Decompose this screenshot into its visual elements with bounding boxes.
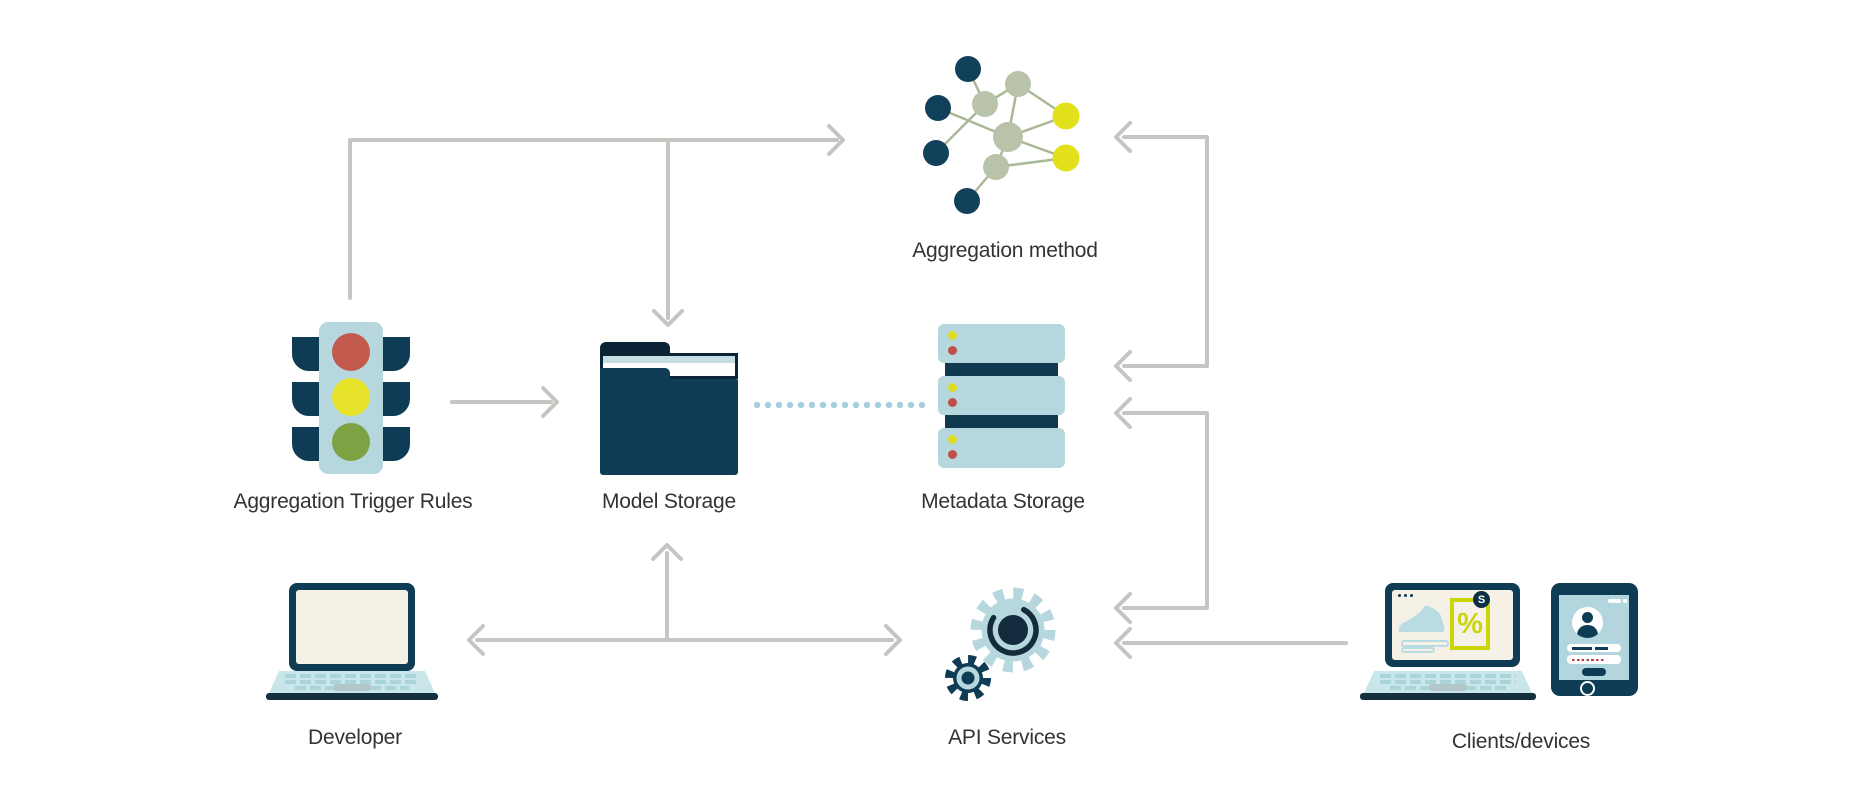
arrowhead-left <box>1114 121 1132 153</box>
connector-clients-to-api <box>1114 627 1348 659</box>
connector-model-metadata-dotted <box>753 401 926 409</box>
folder-back-tab <box>600 342 670 355</box>
input-nodes <box>923 56 981 214</box>
output-nodes <box>1052 102 1080 172</box>
aggregation-method-icon <box>920 40 1090 220</box>
label-aggregation-method: Aggregation method <box>912 239 1098 262</box>
label-api-services: API Services <box>948 726 1066 749</box>
aggregation-trigger-rules-icon <box>290 315 415 480</box>
label-model-storage: Model Storage <box>602 490 736 513</box>
small-gear <box>945 655 991 701</box>
folder-front-tab <box>600 368 670 382</box>
status-bar <box>1608 599 1621 603</box>
browser-dot <box>1398 594 1401 597</box>
home-button <box>1580 681 1595 696</box>
connector-trigger-to-aggregation <box>348 124 845 300</box>
api-services-icon <box>940 578 1065 703</box>
gears-icon <box>945 587 1056 701</box>
arrowhead-down <box>652 309 684 327</box>
text-line <box>1401 647 1435 653</box>
laptop-keyboard <box>269 671 435 693</box>
server-band <box>945 363 1058 376</box>
connector-trigger-to-model-storage <box>450 386 559 418</box>
browser-dot <box>1404 594 1407 597</box>
client-laptop-icon: % S <box>1360 583 1536 701</box>
username-text <box>1595 647 1608 650</box>
arrowhead-left <box>1114 397 1132 429</box>
avatar-shoulders <box>1577 625 1598 638</box>
green-light <box>332 423 370 461</box>
promo-card: % <box>1450 598 1490 650</box>
trackpad <box>333 684 371 691</box>
arrowhead-left <box>1114 627 1132 659</box>
connector-api-metadata-bracket <box>1114 397 1209 624</box>
laptop-display: % S <box>1392 590 1513 660</box>
username-text <box>1572 647 1592 650</box>
browser-dot <box>1410 594 1413 597</box>
label-clients-devices: Clients/devices <box>1451 730 1591 753</box>
tablet-screen <box>1559 595 1629 680</box>
traffic-light-hoods <box>292 337 410 461</box>
sale-badge: S <box>1473 591 1490 608</box>
laptop-screen <box>289 583 415 671</box>
server-led-red <box>948 346 957 355</box>
model-storage-icon <box>598 342 741 475</box>
laptop-base-edge <box>1360 693 1536 700</box>
laptop-keyboard <box>1364 671 1532 693</box>
login-button <box>1582 668 1606 676</box>
folder-front-panel <box>600 379 738 475</box>
server-unit <box>938 324 1065 363</box>
arrowhead-left <box>1114 592 1132 624</box>
hidden-nodes <box>972 71 1031 180</box>
server-led-red <box>948 398 957 407</box>
large-gear <box>970 587 1056 673</box>
traffic-light-icon <box>292 322 410 474</box>
server-unit <box>938 428 1065 468</box>
metadata-storage-icon <box>938 322 1065 472</box>
server-led-yellow <box>948 331 957 340</box>
developer-icon <box>266 583 438 701</box>
folder-paper-stripe <box>603 356 735 363</box>
arrowhead-right <box>884 624 902 656</box>
server-led-yellow <box>948 435 957 444</box>
battery-icon <box>1623 599 1627 603</box>
sneaker-image <box>1398 605 1445 632</box>
connector-metadata-aggregation-bracket <box>1114 121 1209 382</box>
label-aggregation-trigger-rules: Aggregation Trigger Rules <box>233 490 473 513</box>
arrowhead-left <box>467 624 485 656</box>
connector-developer-api <box>467 543 902 656</box>
arrowhead-left <box>1114 350 1132 382</box>
text-line <box>1401 640 1449 647</box>
yellow-light <box>332 378 370 416</box>
arrowhead-up <box>651 543 683 561</box>
label-metadata-storage: Metadata Storage <box>921 490 1085 513</box>
laptop-base-edge <box>266 693 438 700</box>
password-field <box>1567 655 1621 664</box>
user-avatar <box>1572 607 1603 638</box>
trackpad <box>1429 684 1467 691</box>
avatar-head <box>1582 612 1593 623</box>
neural-network-icon <box>923 56 1080 214</box>
connector-trigger-branch-to-model-storage <box>652 138 684 327</box>
client-tablet-icon <box>1551 583 1638 696</box>
percent-symbol: % <box>1457 607 1483 640</box>
password-dots <box>1572 658 1605 662</box>
laptop-screen: % S <box>1385 583 1520 667</box>
arrowhead-right <box>827 124 845 156</box>
server-led-yellow <box>948 383 957 392</box>
laptop-display <box>296 590 408 664</box>
red-light <box>332 333 370 371</box>
arrowhead-right <box>541 386 559 418</box>
server-led-red <box>948 450 957 459</box>
label-developer: Developer <box>308 726 402 749</box>
username-field <box>1567 644 1621 652</box>
server-band <box>945 415 1058 428</box>
server-unit <box>938 376 1065 415</box>
